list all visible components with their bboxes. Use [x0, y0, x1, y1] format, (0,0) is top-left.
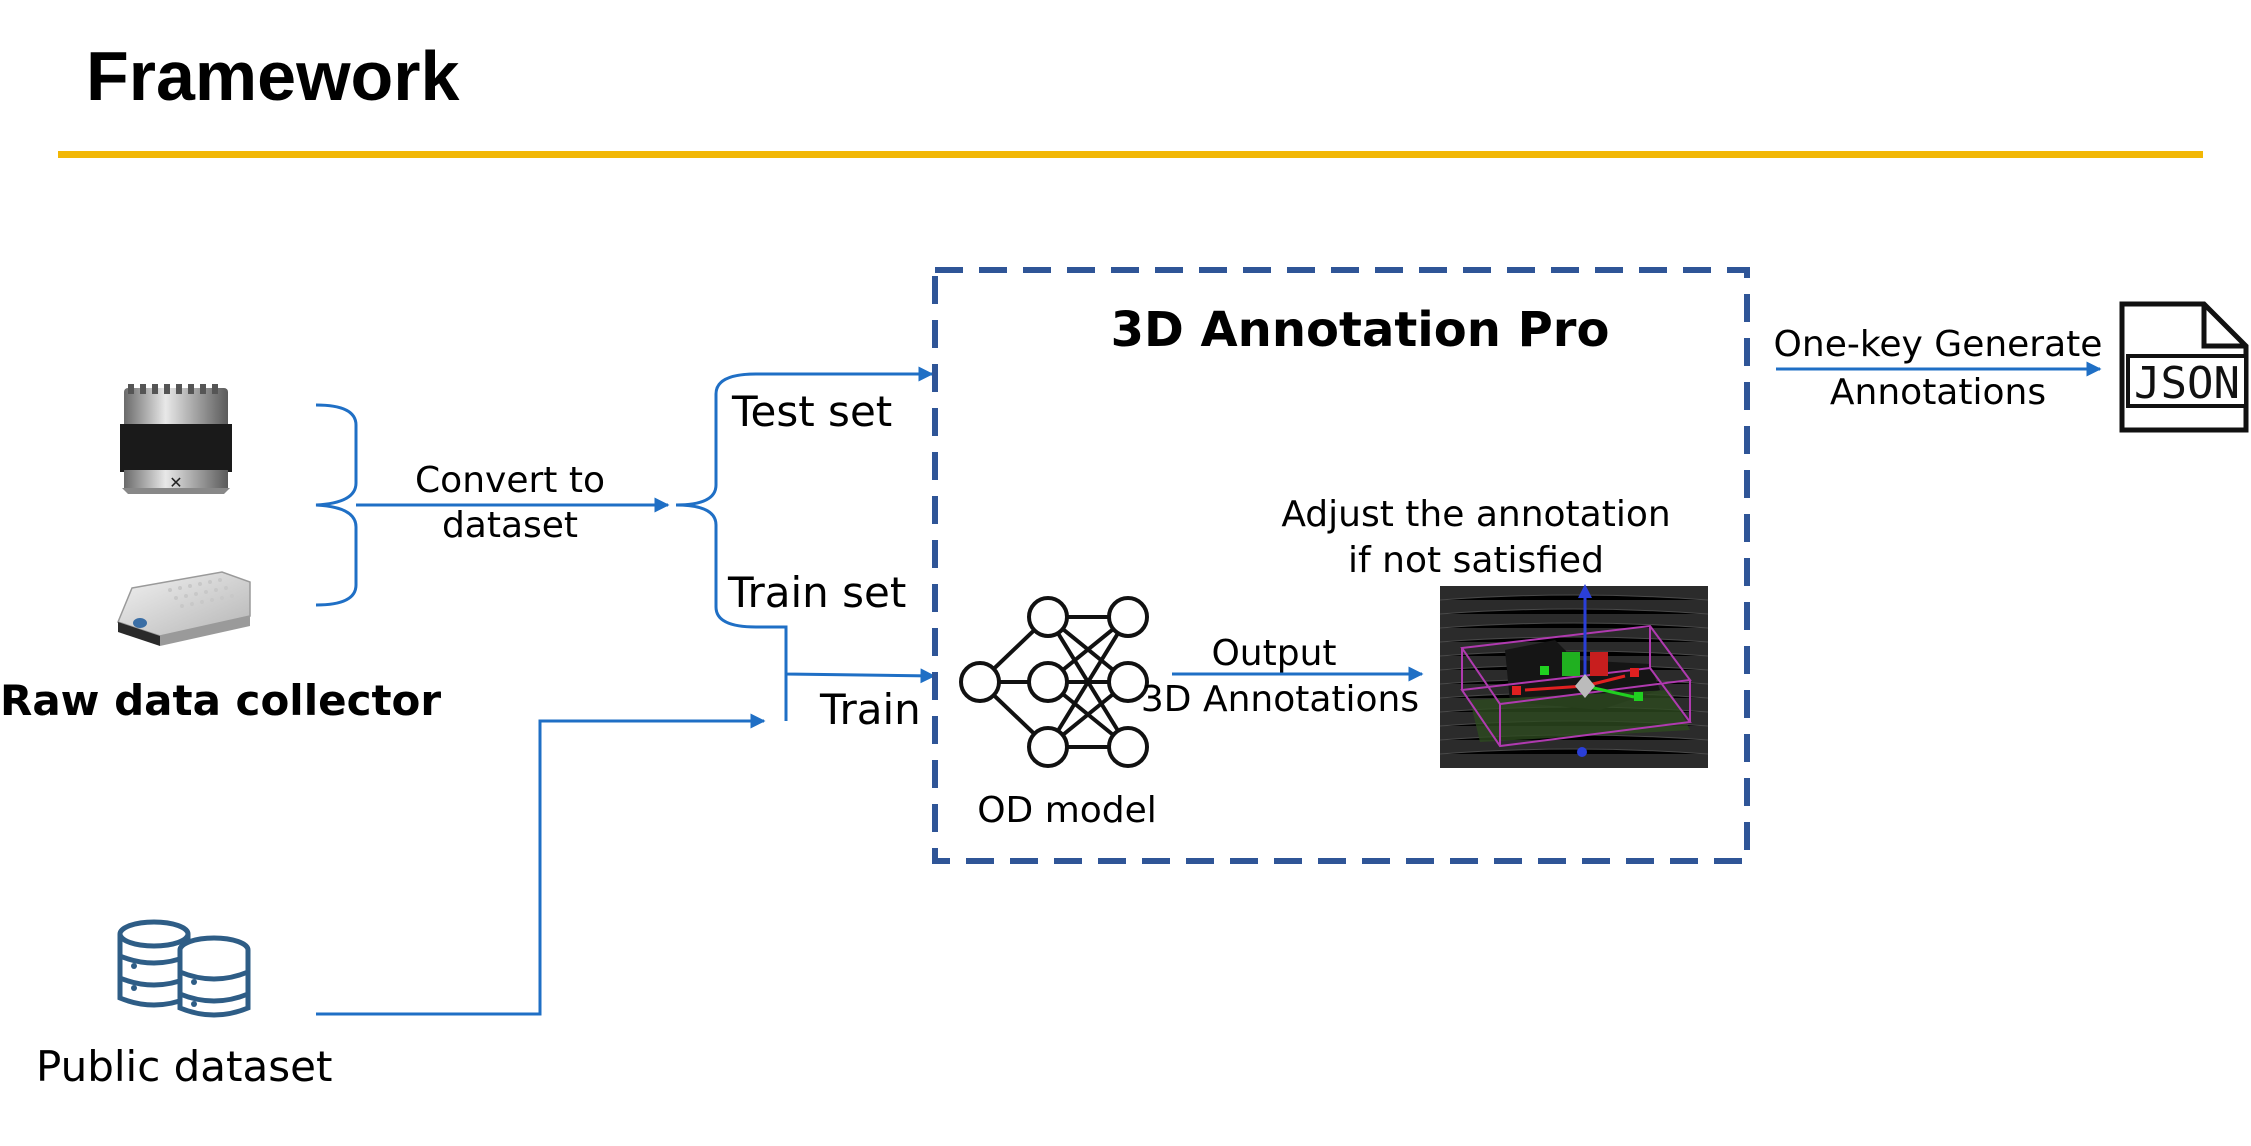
annotation-pro-box — [932, 267, 1750, 864]
convert-label-line2: dataset — [442, 505, 578, 546]
json-icon-text: JSON — [2134, 358, 2240, 409]
annotation-pro-title: 3D Annotation Pro — [1111, 302, 1610, 358]
raw-data-bracket — [315, 403, 358, 607]
adjust-label-line2: if not satisfied — [1348, 540, 1604, 581]
output-label-line1: Output — [1211, 633, 1336, 674]
neural-network-icon — [959, 596, 1149, 768]
title-underline — [58, 151, 2203, 158]
json-file-icon: JSON — [2119, 301, 2249, 433]
database-icon — [117, 919, 251, 1018]
output-label-line2: 3D Annotations — [1141, 679, 1419, 720]
train-set-arrow — [675, 503, 936, 684]
test-set-label: Test set — [731, 387, 892, 436]
convert-label-line1: Convert to — [415, 460, 605, 501]
svg-text:✕: ✕ — [169, 473, 182, 492]
generate-label-line2: Annotations — [1830, 372, 2046, 413]
generate-label-line1: One-key Generate — [1774, 324, 2103, 365]
train-label: Train — [819, 685, 921, 734]
test-set-arrow — [675, 366, 934, 507]
public-dataset-label: Public dataset — [36, 1042, 332, 1091]
train-set-label: Train set — [727, 568, 906, 617]
public-dataset-arrow — [316, 713, 766, 1016]
page-title: Framework — [86, 37, 460, 115]
od-model-label: OD model — [977, 790, 1157, 831]
point-cloud-image — [1439, 584, 1709, 768]
depth-camera-icon — [117, 571, 251, 646]
lidar-sensor-icon: ✕ — [120, 384, 232, 494]
raw-data-collector-label: Raw data collector — [0, 676, 441, 725]
adjust-label-line1: Adjust the annotation — [1281, 494, 1670, 535]
